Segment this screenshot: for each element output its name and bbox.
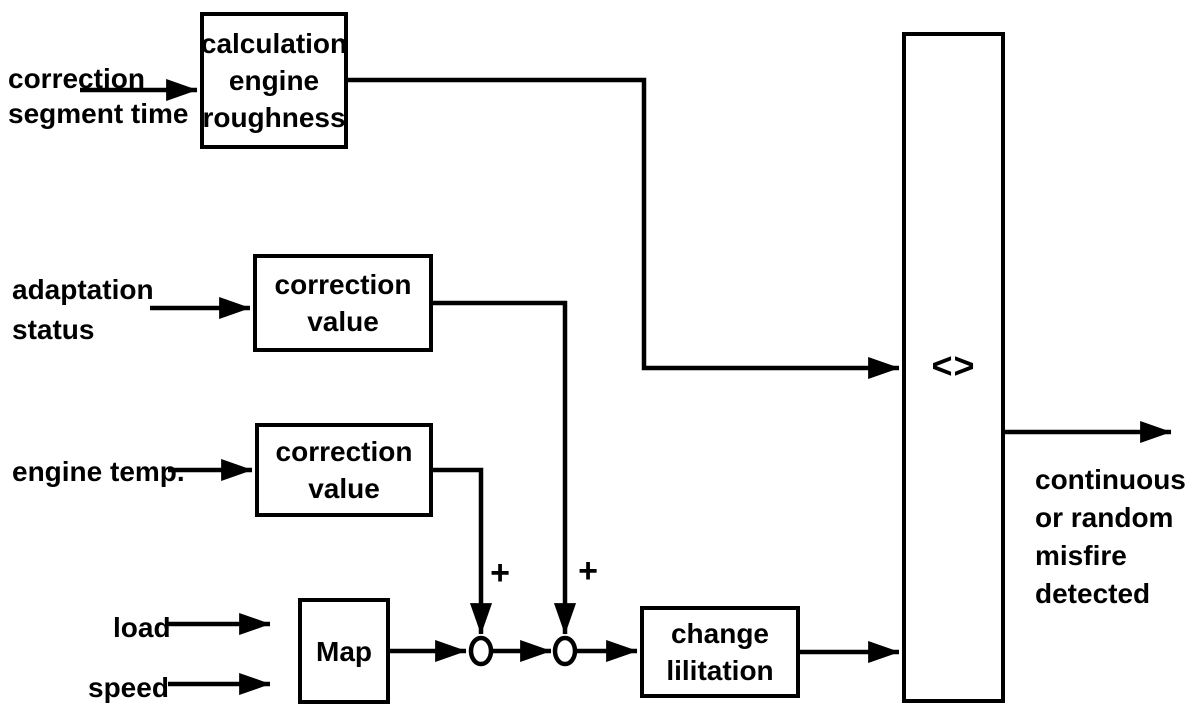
- label-adaptation-status: adaptation status: [12, 274, 154, 345]
- plus-sign-left: +: [490, 554, 510, 592]
- summing-junction-left: [468, 635, 494, 667]
- plus-sign-right: +: [578, 552, 598, 590]
- label-correction-segment-time: correction segment time: [8, 63, 189, 129]
- block-comparator: [902, 32, 1005, 703]
- label-engine-temp: engine temp.: [12, 456, 185, 487]
- block-change-lilitation: change lilitation: [640, 606, 800, 698]
- wire-roughness-to-comparator: [348, 77, 900, 380]
- label-output-result: continuous or random misfire detected: [1035, 464, 1186, 609]
- comparator-symbol: <>: [931, 345, 976, 386]
- block-calculation-engine-roughness: calculation engine roughness: [200, 12, 348, 149]
- summing-junction-right: [552, 635, 578, 667]
- block-correction-value-bottom: correction value: [255, 423, 433, 517]
- wire-correction-bottom-to-sum-left: [431, 467, 493, 635]
- block-map: Map: [298, 598, 390, 704]
- label-load: load: [113, 612, 171, 643]
- label-speed: speed: [88, 672, 169, 703]
- block-correction-value-top: correction value: [253, 254, 433, 352]
- wire-correction-top-to-sum-right: [430, 300, 577, 635]
